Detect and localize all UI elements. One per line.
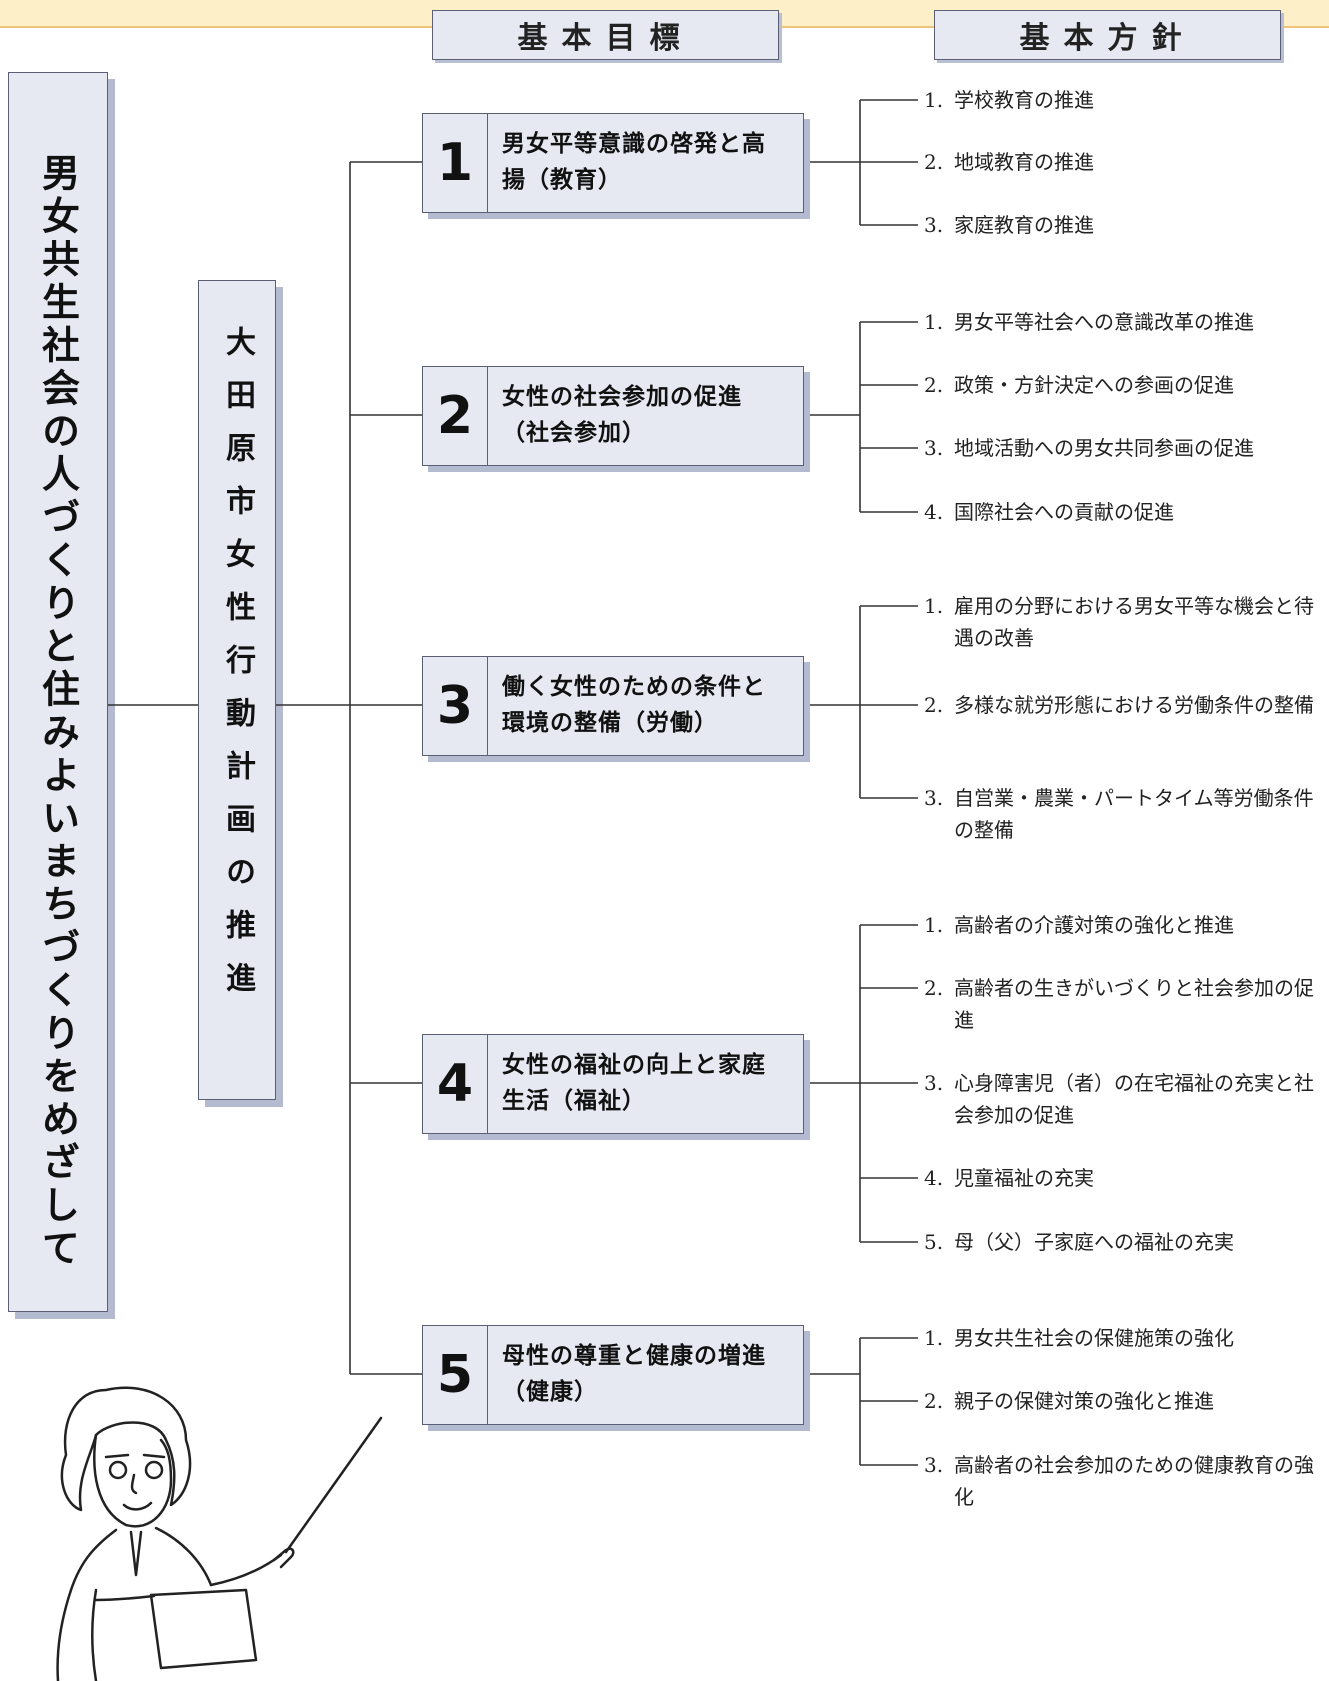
policy-item: 1. 高齢者の介護対策の強化と推進: [924, 909, 1319, 941]
policy-item: 1. 学校教育の推進: [924, 84, 1319, 116]
policy-number: 2.: [924, 373, 944, 397]
goal-number: 3: [423, 657, 488, 755]
policy-number: 3.: [924, 1071, 944, 1095]
policy-text: 親子の保健対策の強化と推進: [954, 1389, 1214, 1413]
policy-item: 4. 児童福祉の充実: [924, 1162, 1319, 1194]
plan-bar: 大田原市女性行動計画の推進: [198, 280, 276, 1100]
policy-text: 母（父）子家庭への福祉の充実: [954, 1230, 1234, 1254]
policy-text: 地域教育の推進: [954, 150, 1094, 174]
policies-header: 基本方針: [934, 10, 1281, 60]
policy-number: 1.: [924, 88, 944, 112]
policy-number: 2.: [924, 693, 944, 717]
policy-text: 多様な就労形態における労働条件の整備: [954, 693, 1314, 717]
goal-box-4: 4 女性の福祉の向上と家庭生活（福祉）: [422, 1034, 804, 1134]
policy-item: 2. 多様な就労形態における労働条件の整備: [924, 689, 1319, 721]
goal-number: 4: [423, 1035, 488, 1133]
policy-item: 1. 男女共生社会の保健施策の強化: [924, 1322, 1319, 1354]
policy-item: 2. 高齢者の生きがいづくりと社会参加の促進: [924, 972, 1319, 1036]
policy-item: 3. 地域活動への男女共同参画の促進: [924, 432, 1319, 464]
policy-item: 2. 地域教育の推進: [924, 146, 1319, 178]
policy-text: 男女共生社会の保健施策の強化: [954, 1326, 1234, 1350]
policy-text: 男女平等社会への意識改革の推進: [954, 310, 1254, 334]
goal-text: 母性の尊重と健康の増進（健康）: [502, 1343, 766, 1405]
plan-name: 大田原市女性行動計画の推進: [220, 326, 255, 1015]
policy-text: 自営業・農業・パートタイム等労働条件の整備: [954, 786, 1314, 842]
policy-number: 3.: [924, 786, 944, 810]
policy-number: 2.: [924, 976, 944, 1000]
policy-number: 2.: [924, 150, 944, 174]
policy-item: 3. 家庭教育の推進: [924, 209, 1319, 241]
goal-number: 5: [423, 1326, 488, 1424]
goal-box-3: 3 働く女性のための条件と環境の整備（労働）: [422, 656, 804, 756]
goal-text: 男女平等意識の啓発と高揚（教育）: [502, 131, 766, 193]
policy-item: 5. 母（父）子家庭への福祉の充実: [924, 1226, 1319, 1258]
policy-number: 2.: [924, 1389, 944, 1413]
presenter-illustration: [56, 1386, 383, 1681]
policy-number: 1.: [924, 913, 944, 937]
goal-box-1: 1 男女平等意識の啓発と高揚（教育）: [422, 113, 804, 213]
policy-number: 1.: [924, 310, 944, 334]
policy-text: 心身障害児（者）の在宅福祉の充実と社会参加の促進: [954, 1071, 1314, 1127]
goal-number: 1: [423, 114, 488, 212]
policy-number: 1.: [924, 594, 944, 618]
policy-text: 家庭教育の推進: [954, 213, 1094, 237]
goal-box-2: 2 女性の社会参加の促進（社会参加）: [422, 366, 804, 466]
goal-box-5: 5 母性の尊重と健康の増進（健康）: [422, 1325, 804, 1425]
policy-number: 4.: [924, 1166, 944, 1190]
policy-number: 3.: [924, 213, 944, 237]
policy-text: 国際社会への貢献の促進: [954, 500, 1174, 524]
policy-text: 学校教育の推進: [954, 88, 1094, 112]
policy-item: 3. 高齢者の社会参加のための健康教育の強化: [924, 1449, 1319, 1513]
policy-item: 3. 心身障害児（者）の在宅福祉の充実と社会参加の促進: [924, 1067, 1319, 1131]
goal-number: 2: [423, 367, 488, 465]
policy-number: 3.: [924, 1453, 944, 1477]
policy-item: 4. 国際社会への貢献の促進: [924, 496, 1319, 528]
policy-item: 2. 親子の保健対策の強化と推進: [924, 1385, 1319, 1417]
goal-text: 女性の福祉の向上と家庭生活（福祉）: [502, 1052, 766, 1114]
policy-number: 4.: [924, 500, 944, 524]
policy-text: 地域活動への男女共同参画の促進: [954, 436, 1254, 460]
policy-text: 雇用の分野における男女平等な機会と待遇の改善: [954, 594, 1314, 650]
policy-item: 2. 政策・方針決定への参画の促進: [924, 369, 1319, 401]
policy-number: 5.: [924, 1230, 944, 1254]
policy-text: 高齢者の介護対策の強化と推進: [954, 913, 1234, 937]
policy-text: 児童福祉の充実: [954, 1166, 1094, 1190]
goal-text: 女性の社会参加の促進（社会参加）: [502, 384, 742, 446]
policy-item: 1. 雇用の分野における男女平等な機会と待遇の改善: [924, 590, 1319, 654]
policy-number: 3.: [924, 436, 944, 460]
policy-item: 3. 自営業・農業・パートタイム等労働条件の整備: [924, 782, 1319, 846]
goal-text: 働く女性のための条件と環境の整備（労働）: [502, 674, 766, 736]
policy-number: 1.: [924, 1326, 944, 1350]
main-title: 男女共生社会の人づくりと住みよいまちづくりをめざして: [35, 153, 80, 1271]
policy-text: 政策・方針決定への参画の促進: [954, 373, 1234, 397]
goals-header: 基本目標: [432, 10, 779, 60]
main-title-bar: 男女共生社会の人づくりと住みよいまちづくりをめざして: [8, 72, 108, 1312]
policy-item: 1. 男女平等社会への意識改革の推進: [924, 306, 1319, 338]
policy-text: 高齢者の社会参加のための健康教育の強化: [954, 1453, 1314, 1509]
policy-text: 高齢者の生きがいづくりと社会参加の促進: [954, 976, 1314, 1032]
